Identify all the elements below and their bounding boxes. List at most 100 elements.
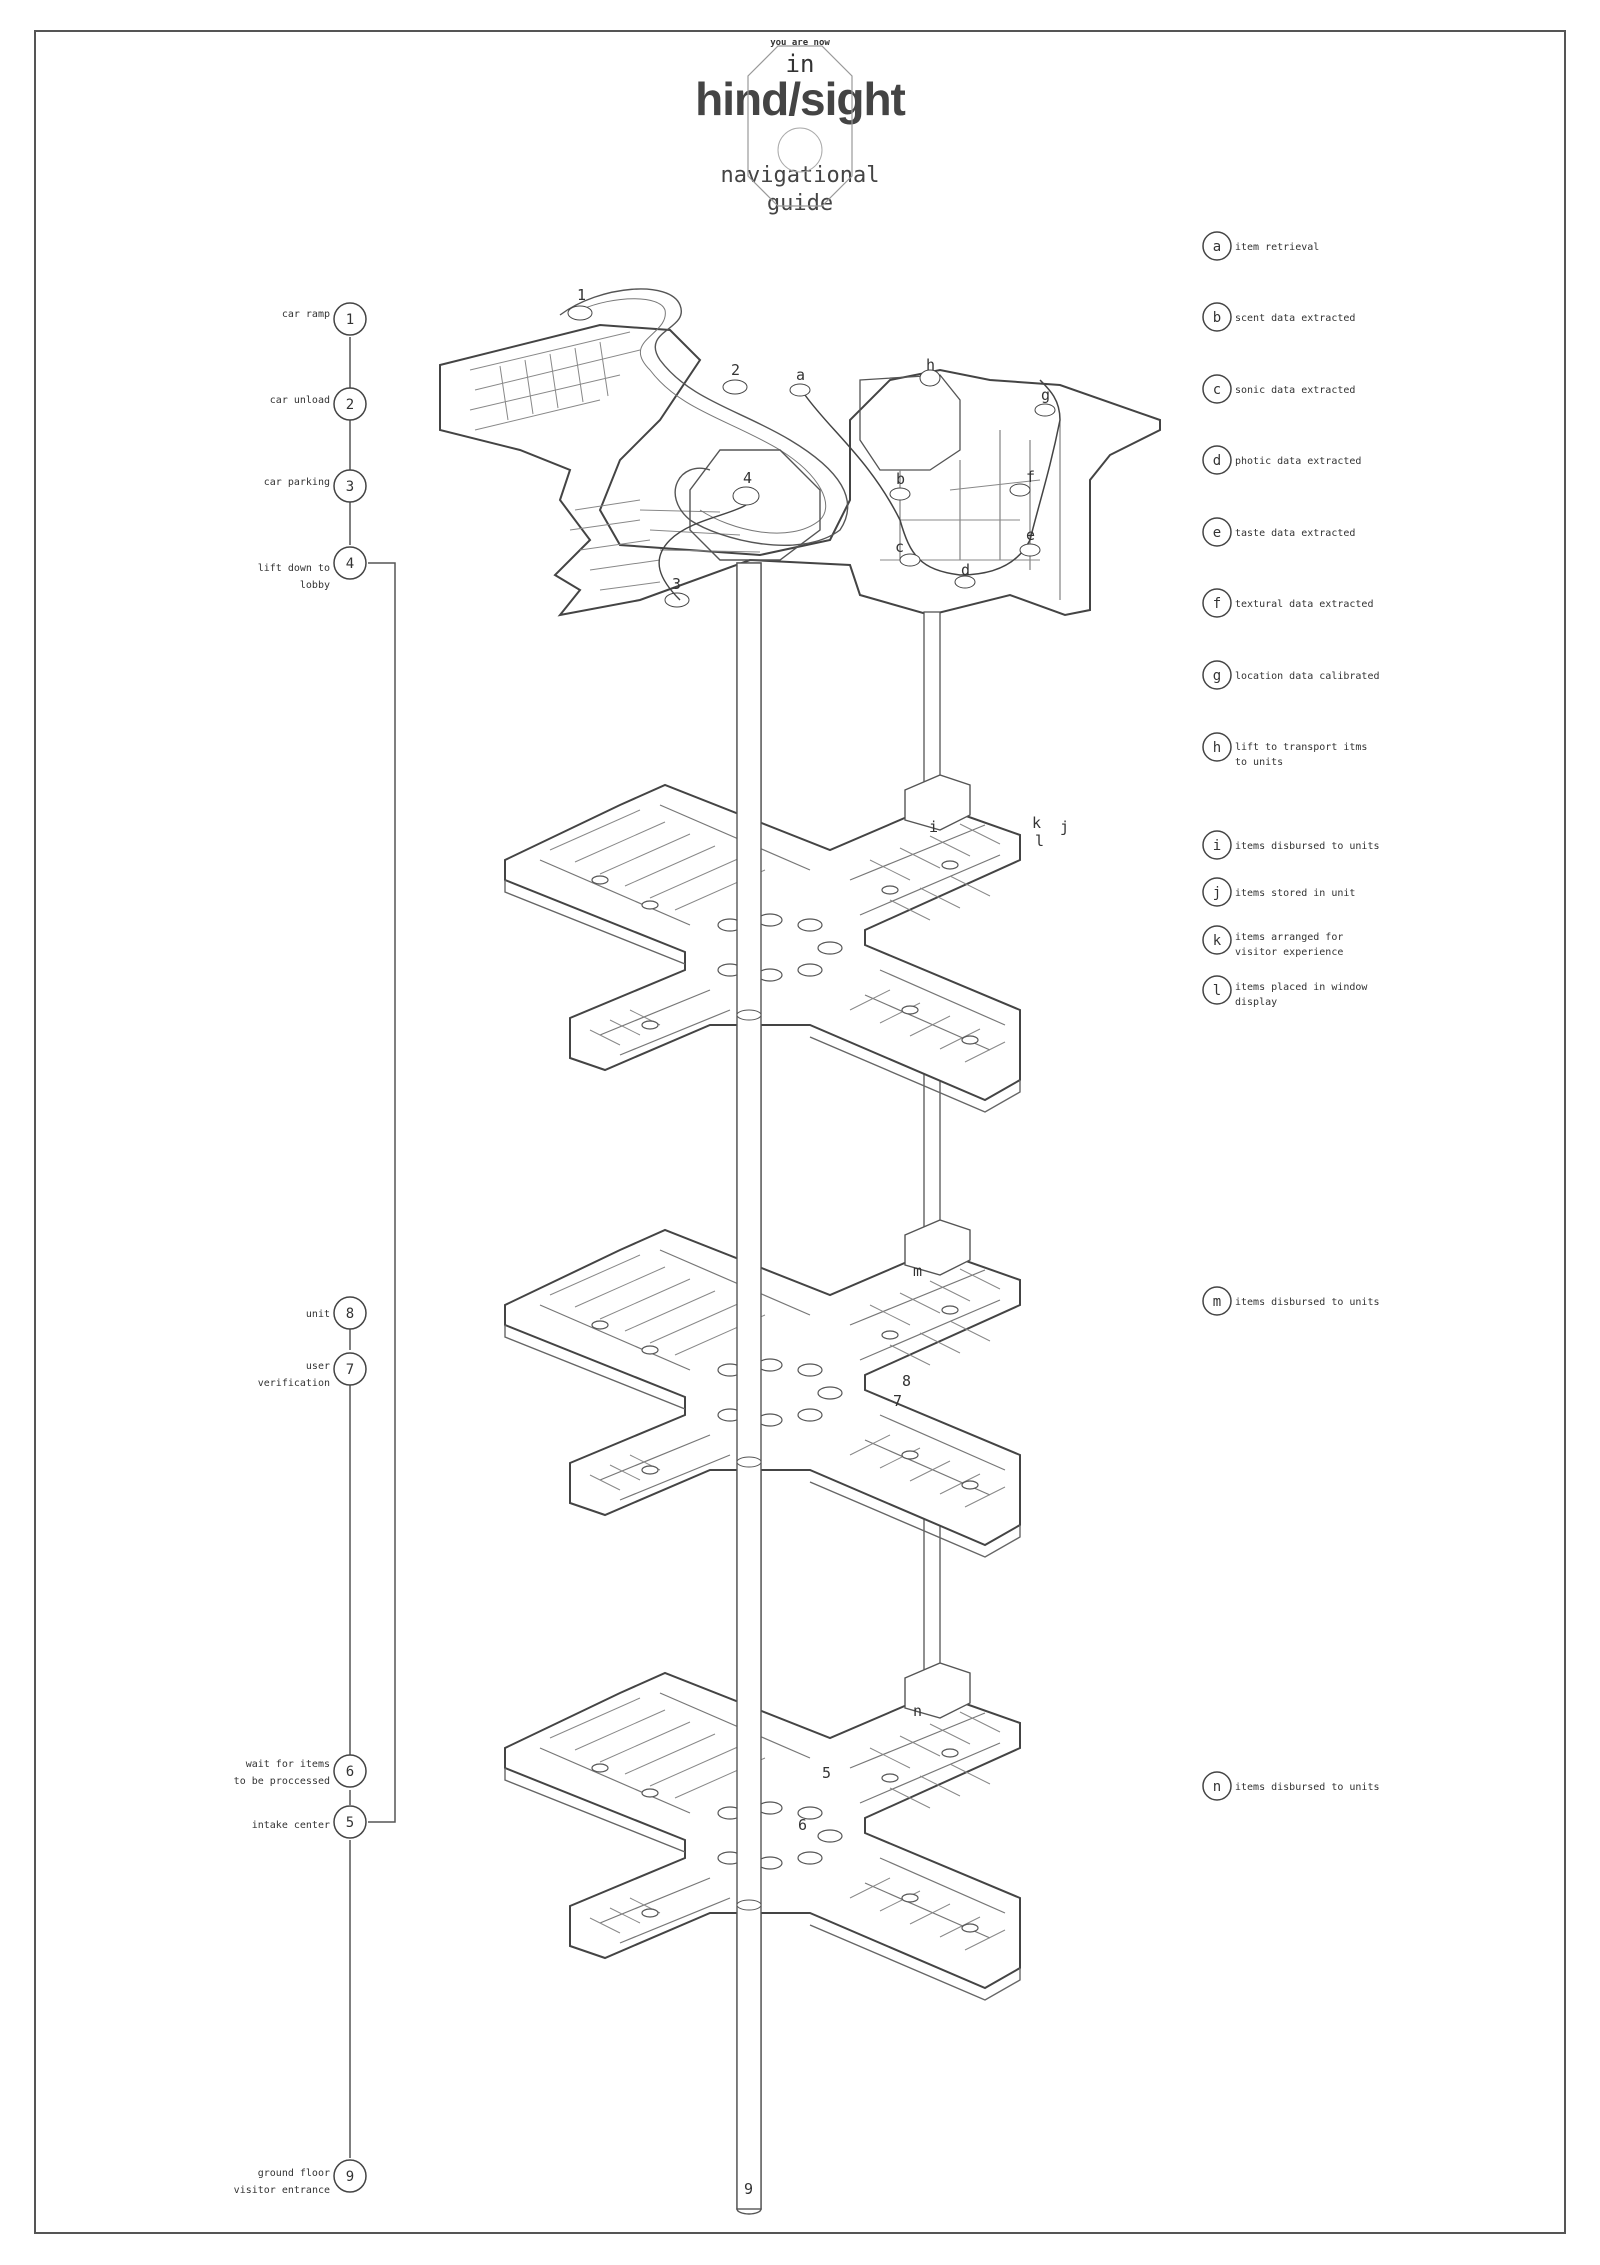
legend-circle-e: e bbox=[1202, 517, 1232, 547]
svg-text:c: c bbox=[1213, 382, 1221, 398]
svg-text:k: k bbox=[1213, 933, 1222, 949]
page-frame bbox=[34, 30, 1566, 2234]
plan-marker-4: 4 bbox=[743, 469, 752, 487]
step-circle-9: 9 bbox=[333, 2159, 367, 2193]
header-circle bbox=[777, 127, 823, 173]
svg-text:4: 4 bbox=[346, 556, 354, 572]
subtitle-line-1: navigational bbox=[720, 163, 880, 188]
svg-text:i: i bbox=[1213, 838, 1221, 854]
step-circle-8: 8 bbox=[333, 1296, 367, 1330]
legend-label-d: photic data extracted bbox=[1235, 456, 1362, 467]
plan-marker-l: l bbox=[1035, 832, 1044, 850]
page-subtitle: navigational guide bbox=[680, 162, 920, 218]
legend-label-i: items disbursed to units bbox=[1235, 841, 1380, 852]
plan-marker-b: b bbox=[896, 470, 905, 488]
legend-label-c: sonic data extracted bbox=[1235, 385, 1356, 396]
legend-label-k: items arranged for visitor experience bbox=[1235, 932, 1344, 958]
legend-label-l: items placed in window display bbox=[1235, 982, 1368, 1008]
step-label-3: car parking bbox=[263, 477, 330, 488]
legend-label-b: scent data extracted bbox=[1235, 313, 1356, 324]
svg-text:e: e bbox=[1213, 525, 1221, 541]
plan-marker-k: k bbox=[1032, 814, 1041, 832]
svg-text:7: 7 bbox=[346, 1362, 354, 1378]
plan-marker-i: i bbox=[929, 818, 938, 836]
svg-text:6: 6 bbox=[346, 1764, 354, 1780]
legend-circle-c: c bbox=[1202, 374, 1232, 404]
svg-text:5: 5 bbox=[346, 1815, 354, 1831]
legend-label-f: textural data extracted bbox=[1235, 599, 1374, 610]
svg-text:j: j bbox=[1213, 885, 1221, 901]
legend-label-h: lift to transport itms to units bbox=[1235, 742, 1368, 768]
shaft-floor-joint-middle bbox=[736, 1456, 762, 1468]
svg-text:h: h bbox=[1213, 740, 1221, 756]
svg-text:1: 1 bbox=[346, 312, 354, 328]
header-in-label: in bbox=[785, 50, 815, 78]
floor-plate-middle bbox=[504, 1219, 1021, 1558]
plan-marker-f: f bbox=[1026, 468, 1035, 486]
legend-label-g: location data calibrated bbox=[1235, 671, 1380, 682]
legend-circle-b: b bbox=[1202, 302, 1232, 332]
step-circle-1: 1 bbox=[333, 302, 367, 336]
plan-marker-7: 7 bbox=[893, 1392, 902, 1410]
floor-plate-upper bbox=[504, 774, 1021, 1113]
step-circle-5: 5 bbox=[333, 1805, 367, 1839]
step-label-7: user verification bbox=[257, 1361, 330, 1389]
plan-marker-9: 9 bbox=[744, 2180, 753, 2198]
shaft-floor-joint-upper bbox=[736, 1009, 762, 1021]
legend-label-m: items disbursed to units bbox=[1235, 1297, 1380, 1308]
plan-marker-6: 6 bbox=[798, 1816, 807, 1834]
svg-text:a: a bbox=[1213, 239, 1221, 255]
legend-label-e: taste data extracted bbox=[1235, 528, 1356, 539]
svg-text:f: f bbox=[1213, 596, 1221, 612]
plan-marker-g: g bbox=[1041, 386, 1050, 404]
step-label-8: unit bbox=[305, 1309, 330, 1320]
step-label-6: wait for items to be proccessed bbox=[233, 1759, 330, 1787]
plan-marker-3: 3 bbox=[672, 575, 681, 593]
plan-marker-5: 5 bbox=[822, 1764, 831, 1782]
plan-marker-2: 2 bbox=[731, 361, 740, 379]
shaft-floor-joint-lower bbox=[736, 1899, 762, 1911]
page-title: hind/sight bbox=[695, 73, 906, 125]
legend-circle-a: a bbox=[1202, 231, 1232, 261]
plan-marker-d: d bbox=[961, 561, 970, 579]
legend-circle-g: g bbox=[1202, 660, 1232, 690]
plan-marker-e: e bbox=[1026, 526, 1035, 544]
plan-marker-n: n bbox=[913, 1702, 922, 1720]
plan-marker-h: h bbox=[926, 356, 935, 374]
legend-label-n: items disbursed to units bbox=[1235, 1782, 1380, 1793]
svg-text:b: b bbox=[1213, 310, 1221, 326]
step-circle-7: 7 bbox=[333, 1352, 367, 1386]
legend-label-j: items stored in unit bbox=[1235, 888, 1356, 899]
plan-marker-1: 1 bbox=[577, 286, 586, 304]
step-circle-6: 6 bbox=[333, 1754, 367, 1788]
svg-text:3: 3 bbox=[346, 479, 354, 495]
svg-text:9: 9 bbox=[346, 2169, 354, 2185]
svg-text:l: l bbox=[1213, 983, 1221, 999]
svg-text:2: 2 bbox=[346, 397, 354, 413]
route-lines bbox=[349, 337, 396, 2158]
header-octagon bbox=[747, 45, 853, 207]
step-label-1: car ramp bbox=[281, 309, 330, 320]
step-label-4: lift down to lobby bbox=[257, 563, 330, 591]
legend-circle-h: h bbox=[1202, 732, 1232, 762]
main-shaft-front bbox=[736, 562, 762, 2210]
step-circle-3: 3 bbox=[333, 469, 367, 503]
legend-circle-f: f bbox=[1202, 588, 1232, 618]
svg-text:m: m bbox=[1213, 1294, 1221, 1310]
plan-marker-m: m bbox=[913, 1262, 922, 1280]
svg-text:d: d bbox=[1213, 453, 1221, 469]
step-label-2: car unload bbox=[269, 395, 330, 406]
legend-circle-k: k bbox=[1202, 925, 1232, 955]
legend-circle-j: j bbox=[1202, 877, 1232, 907]
subtitle-line-2: guide bbox=[766, 191, 834, 216]
plan-marker-a: a bbox=[796, 366, 805, 384]
svg-text:g: g bbox=[1213, 668, 1221, 684]
legend-circle-n: n bbox=[1202, 1771, 1232, 1801]
step-circle-4: 4 bbox=[333, 546, 367, 580]
svg-text:n: n bbox=[1213, 1779, 1221, 1795]
step-circle-2: 2 bbox=[333, 387, 367, 421]
legend-circle-i: i bbox=[1202, 830, 1232, 860]
parking-level-plate bbox=[439, 288, 1161, 617]
step-label-5: intake center bbox=[251, 1820, 330, 1831]
